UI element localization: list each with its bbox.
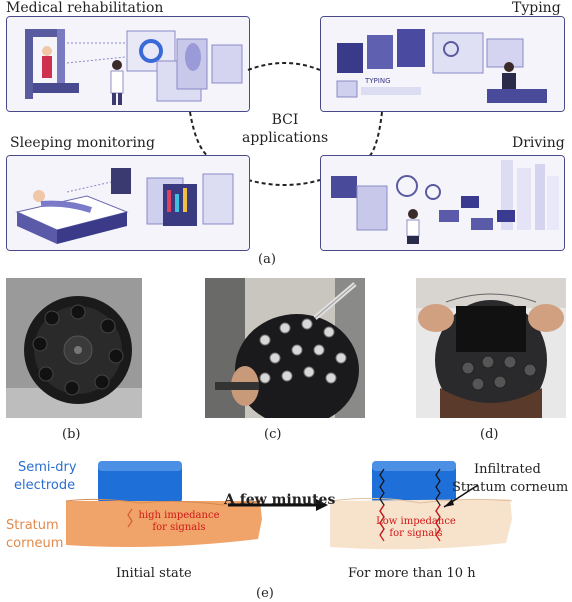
label-low-impedance: Low impedance for signals [366, 516, 466, 540]
panel-e-diagram [65, 461, 513, 550]
driving-illustration [321, 156, 564, 250]
label-semi-dry: Semi-dry [18, 460, 77, 475]
caption-e: (e) [256, 586, 274, 601]
photo-electrode-cap-top [6, 278, 142, 418]
label-medical-rehabilitation: Medical rehabilitation [6, 0, 164, 16]
eeg-cap-back-image [416, 278, 566, 418]
label-corneum: corneum [6, 536, 64, 551]
label-infiltrated: Infiltrated [474, 462, 541, 477]
high-impedance-line1: high impedance [138, 510, 220, 521]
label-initial-state: Initial state [116, 566, 192, 581]
stratum-corneum-initial [66, 501, 262, 547]
label-electrode: electrode [14, 478, 76, 493]
signal-paths [379, 468, 441, 542]
label-for-more-than-10h: For more than 10 h [348, 566, 476, 581]
electrode-ring-image [6, 278, 142, 418]
caption-b: (b) [62, 427, 81, 442]
eeg-cap-side-image [205, 278, 365, 418]
semi-dry-electrode-after [372, 461, 456, 503]
sleeping-monitoring-panel [6, 155, 250, 251]
semi-dry-electrode-initial [98, 461, 182, 503]
stratum-corneum-after [330, 499, 512, 550]
label-stratum-corneum-after: Stratum corneum [452, 480, 569, 495]
caption-d: (d) [480, 427, 499, 442]
photo-eeg-cap-back [416, 278, 566, 418]
caption-a: (a) [258, 252, 276, 267]
high-impedance-line2: for signals [152, 522, 206, 533]
label-typing: Typing [512, 0, 561, 16]
typing-panel: TYPING [320, 16, 565, 112]
label-sleeping-monitoring: Sleeping monitoring [10, 135, 155, 151]
sleeping-monitoring-illustration [7, 156, 249, 250]
typing-text: TYPING [364, 77, 391, 85]
photo-eeg-cap-injection [205, 278, 365, 418]
center-label-applications: applications [242, 130, 329, 146]
label-a-few-minutes: A few minutes [224, 492, 336, 508]
medical-rehabilitation-panel [6, 16, 250, 112]
medical-rehabilitation-illustration [7, 17, 249, 111]
label-stratum: Stratum [6, 518, 59, 533]
caption-c: (c) [264, 427, 282, 442]
low-impedance-line1: Low impedance [376, 516, 456, 527]
typing-illustration: TYPING [321, 17, 564, 111]
driving-panel [320, 155, 565, 251]
low-impedance-line2: for signals [389, 528, 443, 539]
label-high-impedance: high impedance for signals [124, 510, 234, 534]
center-label-bci: BCI [271, 112, 299, 128]
label-driving: Driving [512, 135, 565, 151]
